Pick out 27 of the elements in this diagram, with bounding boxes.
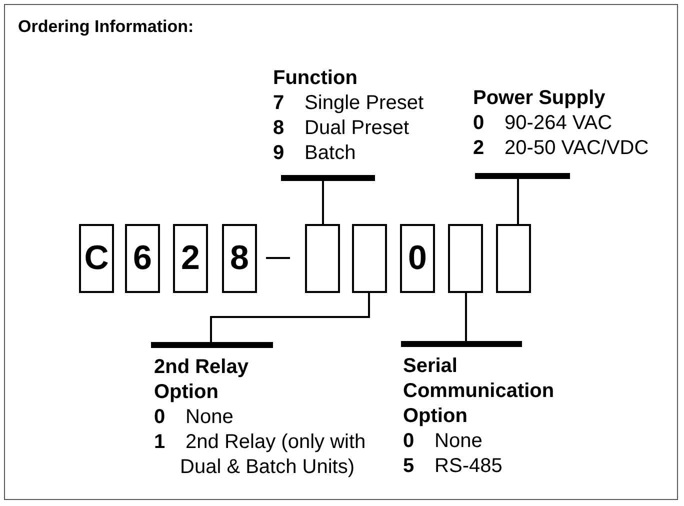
option-text: 9 Batch [273, 141, 357, 166]
connector-line [210, 293, 370, 342]
connector-line [322, 181, 324, 224]
option-text: 0 None [154, 405, 234, 430]
code-character-box: 0 [400, 224, 435, 293]
option-heading: Power Supply [473, 86, 606, 111]
option-text: 2 20-50 VAC/VDC [473, 136, 650, 161]
connector-line [517, 179, 519, 224]
option-text: 7 Single Preset [273, 91, 425, 116]
option-heading: 2nd Relay Option [154, 355, 250, 405]
code-character-box: 8 [222, 224, 257, 293]
option-text: 0 90-264 VAC [473, 111, 614, 136]
option-heading: Serial Communication Option [403, 354, 556, 429]
option-text: 1 2nd Relay (only with Dual & Batch Units) [154, 430, 367, 480]
code-character-box: 2 [173, 224, 208, 293]
blank-code-box [448, 224, 483, 293]
heading: Ordering Information: [18, 17, 194, 37]
option-text: 0 None [403, 429, 484, 454]
blank-code-box [305, 224, 340, 293]
code-character-box: 6 [125, 224, 160, 293]
option-heading: Function [273, 66, 358, 91]
blank-code-box [496, 224, 531, 293]
connector-line [465, 293, 467, 341]
blank-code-box [352, 224, 387, 293]
code-character-box: C [79, 224, 114, 293]
option-text: 8 Dual Preset [273, 116, 410, 141]
option-text: 5 RS-485 [403, 454, 504, 479]
